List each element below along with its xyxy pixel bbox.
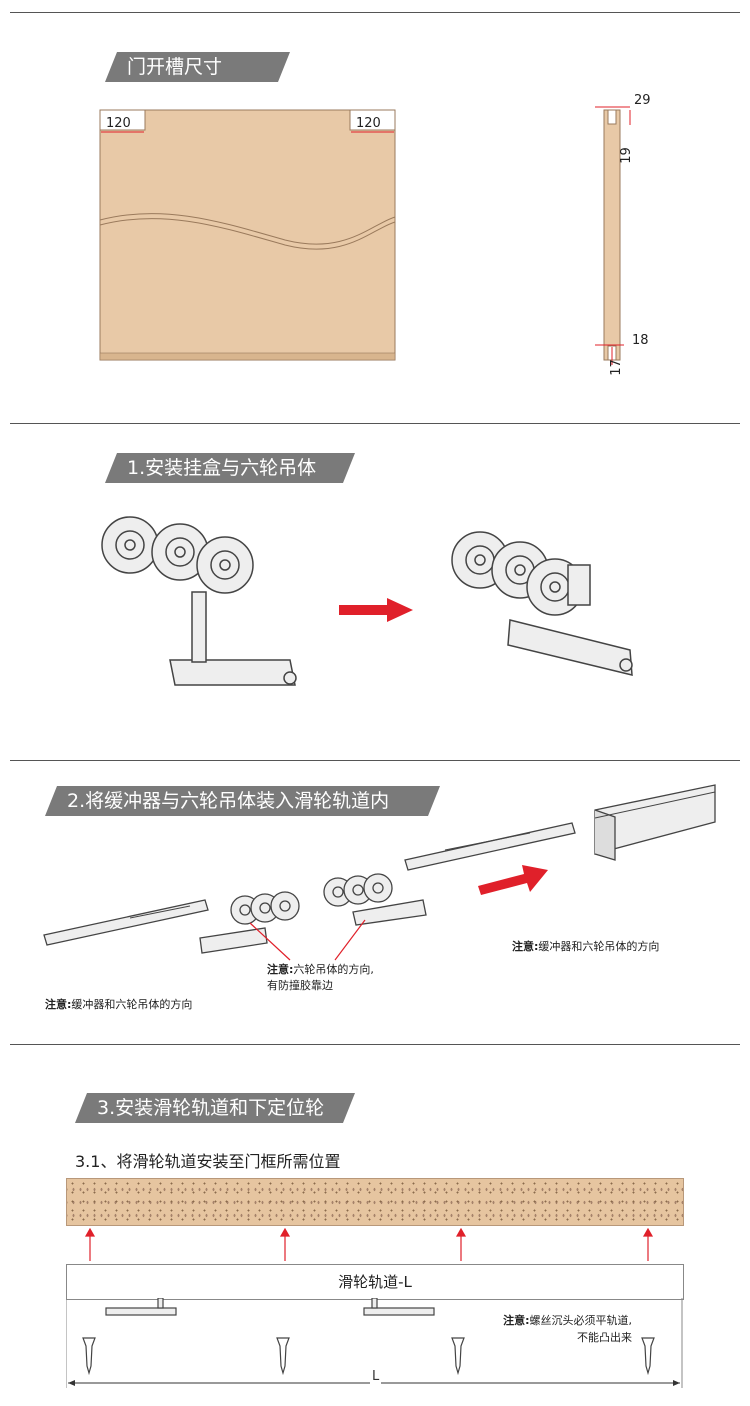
note-screw-flush: 注意:螺丝沉头必须平轨道, 不能凸出来 (503, 1314, 632, 1344)
step3-subtitle: 3.1、将滑轮轨道安装至门框所需位置 (75, 1152, 341, 1171)
dim-right-slot: 120 (356, 116, 381, 131)
note-direction-middle: 注意:六轮吊体的方向, 有防撞胶靠边 (267, 963, 374, 992)
note-pointer-lines (250, 919, 366, 961)
divider (10, 12, 740, 13)
sliding-track: 滑轮轨道-L (66, 1264, 684, 1300)
buffer-illustration (43, 899, 209, 946)
door-side-diagram (595, 106, 631, 365)
track-length-label: L (370, 1369, 382, 1384)
track-label: 滑轮轨道-L (338, 1273, 412, 1291)
hanger-before-illustration (101, 516, 297, 686)
track-mounting-detail (66, 1298, 683, 1388)
mounting-arrows (84, 1228, 654, 1261)
note-direction-left: 注意:缓冲器和六轮吊体的方向 (45, 998, 193, 1011)
hanger-track-piece-1 (199, 891, 300, 954)
section-title-door-slot: 门开槽尺寸 (105, 52, 290, 82)
section-title-step1: 1.安装挂盒与六轮吊体 (105, 453, 355, 483)
red-arrow-icon (339, 598, 413, 622)
sliding-track-profile-illustration (594, 784, 716, 861)
dim-bottom-height: 17 (608, 359, 624, 376)
hanger-track-piece-2 (323, 873, 427, 926)
section-title-step3: 3.安装滑轮轨道和下定位轮 (75, 1093, 355, 1123)
divider (10, 423, 740, 424)
screw-icon (82, 1337, 655, 1376)
dim-bottom-width: 18 (632, 333, 649, 348)
track-with-hanger-illustration (404, 822, 576, 871)
hanger-after-illustration (451, 531, 633, 676)
dim-top-height: 19 (618, 147, 634, 164)
dim-left-slot: 120 (106, 116, 131, 131)
section-title-step2: 2.将缓冲器与六轮吊体装入滑轮轨道内 (45, 786, 440, 816)
red-arrow-icon (478, 865, 548, 895)
dim-top-width: 29 (634, 93, 651, 108)
door-frame-beam (66, 1178, 684, 1226)
door-front-diagram (99, 109, 396, 361)
divider (10, 760, 740, 761)
note-direction-right: 注意:缓冲器和六轮吊体的方向 (512, 940, 660, 953)
divider (10, 1044, 740, 1045)
